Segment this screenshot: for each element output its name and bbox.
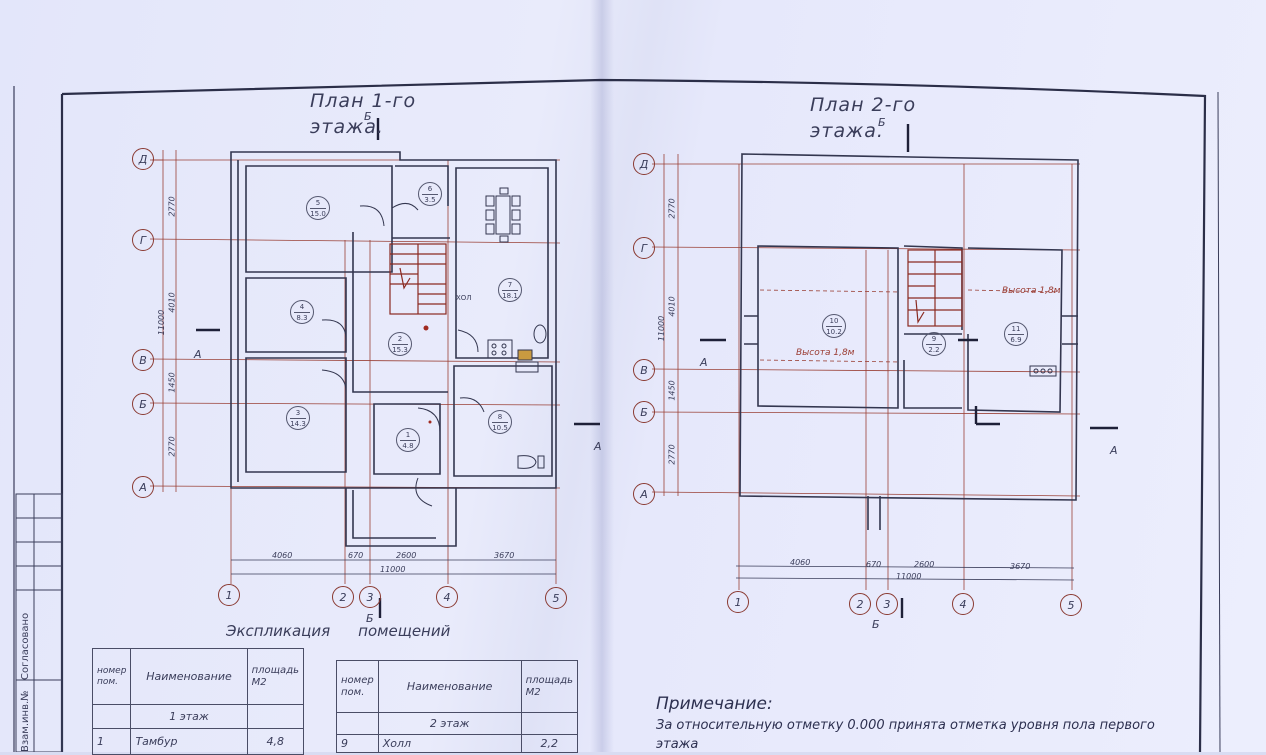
note-heading: Примечание: xyxy=(656,694,773,714)
stairs-floor1 xyxy=(389,243,447,315)
dim-v-3: 1450 xyxy=(167,372,177,393)
dim-h-4: 3670 xyxy=(494,551,515,560)
dim-v-2: 4010 xyxy=(667,296,677,317)
plan-2-floor xyxy=(651,124,1118,618)
axis-col-2: 2 xyxy=(332,586,354,608)
plan2-title-line1: План 2-го xyxy=(810,94,917,116)
dim-h-2: 670 xyxy=(866,560,882,569)
axis-col-1: 1 xyxy=(218,584,240,606)
dim-h-1: 4060 xyxy=(272,551,293,560)
section-b-mark: Б xyxy=(364,110,372,123)
col-area-header: площадь М2 xyxy=(520,660,579,713)
dim-h-3: 2600 xyxy=(396,551,417,560)
col-num-header: номер пом. xyxy=(336,660,379,713)
stamp-block xyxy=(15,493,63,752)
section-a-mark: А xyxy=(594,440,602,453)
section-a-mark: А xyxy=(194,348,202,361)
plan2-title-line2: этажа. xyxy=(810,120,884,142)
dim-h-1: 4060 xyxy=(790,558,811,567)
axis-col-3: 3 xyxy=(359,586,381,608)
row-area: 2,2 xyxy=(520,734,579,753)
sheet-frame xyxy=(61,78,1207,752)
axis-row-b: Б xyxy=(633,401,655,423)
dim-v-1: 2770 xyxy=(667,198,677,219)
col-name-header: Наименование xyxy=(377,660,522,713)
dining-table xyxy=(485,187,521,243)
section-a-mark: А xyxy=(1110,444,1118,457)
axis-row-d: Д xyxy=(633,153,655,175)
row-area: 4,8 xyxy=(246,728,305,755)
row-num: 1 xyxy=(91,728,132,755)
axis-row-a: А xyxy=(132,476,154,498)
dim-h-total: 11000 xyxy=(380,565,406,574)
dim-h-4: 3670 xyxy=(1010,562,1031,571)
col-area-header: площадь М2 xyxy=(246,648,305,705)
explication-table-2: номер пом. Наименование площадь М2 2 эта… xyxy=(336,660,579,753)
axis-row-a: А xyxy=(633,483,655,505)
section-a-mark: А xyxy=(700,356,708,369)
axis-row-d: Д xyxy=(132,148,154,170)
axis-col-1: 1 xyxy=(727,591,749,613)
dim-h-total: 11000 xyxy=(896,572,922,581)
axis-row-v: В xyxy=(132,349,154,371)
row-name: Холл xyxy=(377,734,522,753)
stairs-floor2 xyxy=(907,249,963,327)
row-num: 9 xyxy=(336,734,379,753)
plan1-title-line2: этажа. xyxy=(310,116,384,138)
row-name: Тамбур xyxy=(130,728,248,755)
axis-row-b: Б xyxy=(132,393,154,415)
dim-h-3: 2600 xyxy=(914,560,935,569)
dim-h-2: 670 xyxy=(348,551,364,560)
stamp-inv: Взам.инв.№ xyxy=(20,690,31,752)
axis-col-4: 4 xyxy=(952,593,974,615)
floor-label: 1 этаж xyxy=(130,704,248,729)
plan-1-floor xyxy=(149,118,600,618)
axis-row-g: Г xyxy=(633,237,655,259)
dim-v-2: 4010 xyxy=(167,292,177,313)
section-b-mark: Б xyxy=(872,618,880,631)
section-b-mark: Б xyxy=(366,612,374,625)
axis-col-2: 2 xyxy=(849,593,871,615)
col-num-header: номер пом. xyxy=(91,648,132,705)
axis-col-3: 3 xyxy=(876,593,898,615)
dim-v-1: 2770 xyxy=(167,196,177,217)
note-text: За относительную отметку 0.000 принята о… xyxy=(656,718,1155,752)
section-b-mark: Б xyxy=(878,116,886,129)
dim-v-4: 2770 xyxy=(667,444,677,465)
axis-row-v: В xyxy=(633,359,655,381)
axis-col-5: 5 xyxy=(545,587,567,609)
col-name-header: Наименование xyxy=(130,648,248,705)
hall-mark: ХОЛ xyxy=(456,294,472,302)
plan1-title-line1: План 1-го xyxy=(310,90,417,112)
dim-v-total: 11000 xyxy=(657,315,667,342)
explication-table-1: номер пом. Наименование площадь М2 1 эта… xyxy=(91,648,305,755)
dim-v-total: 11000 xyxy=(157,309,167,336)
height-note: Высота 1,8м xyxy=(1002,286,1061,296)
axis-col-4: 4 xyxy=(436,586,458,608)
height-note: Высота 1,8м xyxy=(796,348,855,358)
page-fold xyxy=(590,0,614,752)
axis-col-5: 5 xyxy=(1060,594,1082,616)
floor-label: 2 этаж xyxy=(377,712,522,735)
dim-v-4: 2770 xyxy=(167,436,177,457)
dim-v-3: 1450 xyxy=(667,380,677,401)
axis-row-g: Г xyxy=(132,229,154,251)
stamp-agreed: Согласовано xyxy=(20,612,31,680)
